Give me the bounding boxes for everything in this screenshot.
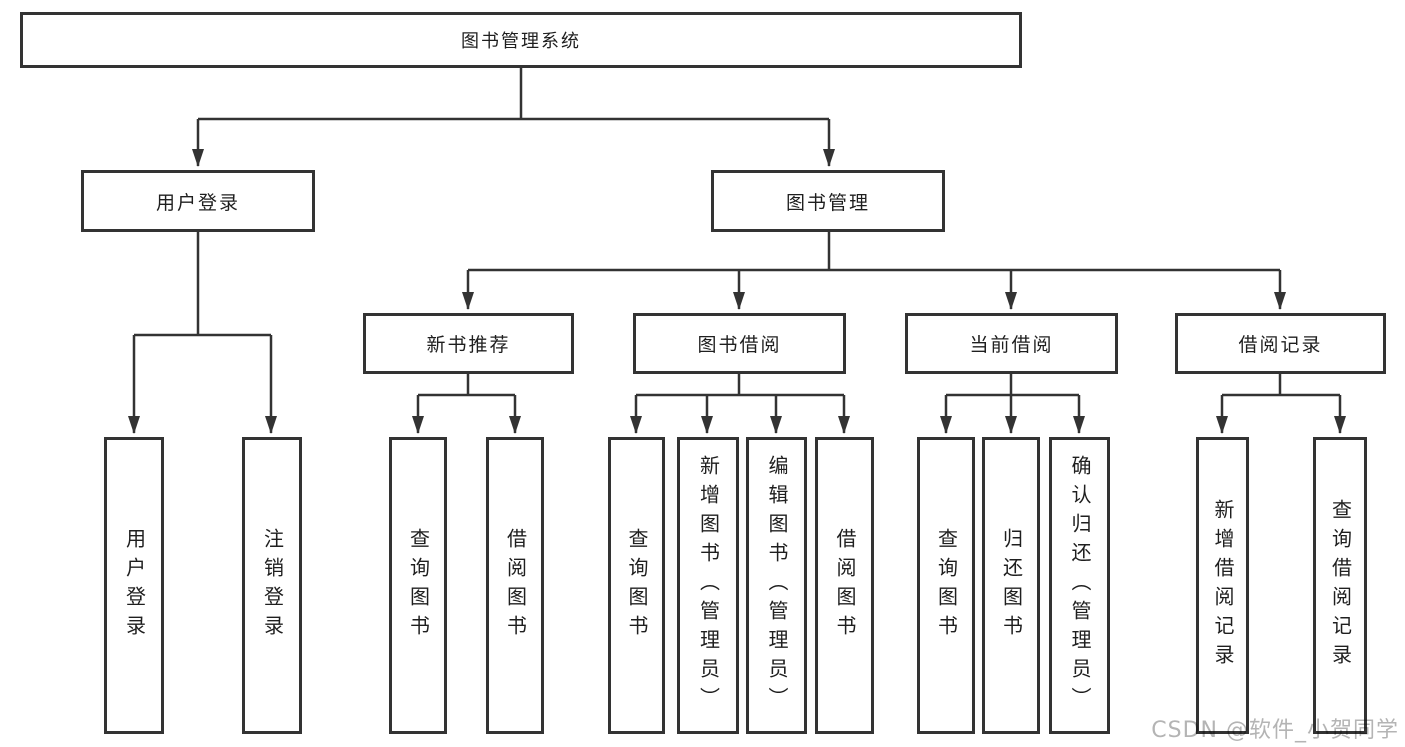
node-user-login: 用户登录 (81, 170, 315, 232)
leaf-bb-edit-books-admin: 编辑图书（管理员） (746, 437, 807, 734)
leaf-bb-borrow-books: 借阅图书 (815, 437, 874, 734)
node-book-management: 图书管理 (711, 170, 945, 232)
leaf-cb-query-books: 查询图书 (917, 437, 975, 734)
node-label: 图书管理系统 (461, 31, 581, 52)
node-label: 归还图书 (999, 527, 1024, 644)
node-label: 用户登录 (122, 527, 147, 644)
node-book-borrow: 图书借阅 (633, 313, 846, 374)
node-label: 借阅图书 (503, 527, 528, 644)
leaf-nb-query-books: 查询图书 (389, 437, 447, 734)
node-label: 新书推荐 (426, 334, 511, 356)
leaf-br-add-record: 新增借阅记录 (1196, 437, 1249, 734)
leaf-user-login: 用户登录 (104, 437, 164, 734)
node-new-book-recommend: 新书推荐 (363, 313, 574, 374)
node-label: 当前借阅 (969, 334, 1054, 356)
node-label: 注销登录 (260, 527, 285, 644)
node-label: 查询借阅记录 (1328, 498, 1353, 673)
node-label: 新增借阅记录 (1211, 498, 1235, 673)
leaf-bb-query-books: 查询图书 (608, 437, 665, 734)
node-label: 借阅记录 (1238, 334, 1323, 356)
node-library-management-system: 图书管理系统 (20, 12, 1022, 68)
node-label: 查询图书 (934, 527, 959, 644)
node-label: 图书借阅 (697, 334, 782, 356)
leaf-bb-add-books-admin: 新增图书（管理员） (677, 437, 739, 734)
leaf-cb-return-books: 归还图书 (982, 437, 1040, 734)
node-current-borrow: 当前借阅 (905, 313, 1118, 374)
leaf-br-query-record: 查询借阅记录 (1313, 437, 1367, 734)
node-label: 借阅图书 (833, 527, 857, 644)
csdn-watermark: CSDN @软件_小贺同学 (1151, 718, 1399, 743)
leaf-nb-borrow-books: 借阅图书 (486, 437, 544, 734)
node-label: 新增图书（管理员） (696, 455, 721, 716)
node-borrow-records: 借阅记录 (1175, 313, 1386, 374)
node-label: 用户登录 (155, 191, 240, 214)
leaf-cb-confirm-return-admin: 确认归还（管理员） (1049, 437, 1110, 734)
leaf-logout: 注销登录 (242, 437, 302, 734)
node-label: 确认归还（管理员） (1068, 455, 1092, 716)
node-label: 查询图书 (625, 527, 649, 644)
node-label: 图书管理 (785, 191, 870, 214)
node-label: 查询图书 (406, 527, 431, 644)
node-label: 编辑图书（管理员） (765, 455, 789, 716)
